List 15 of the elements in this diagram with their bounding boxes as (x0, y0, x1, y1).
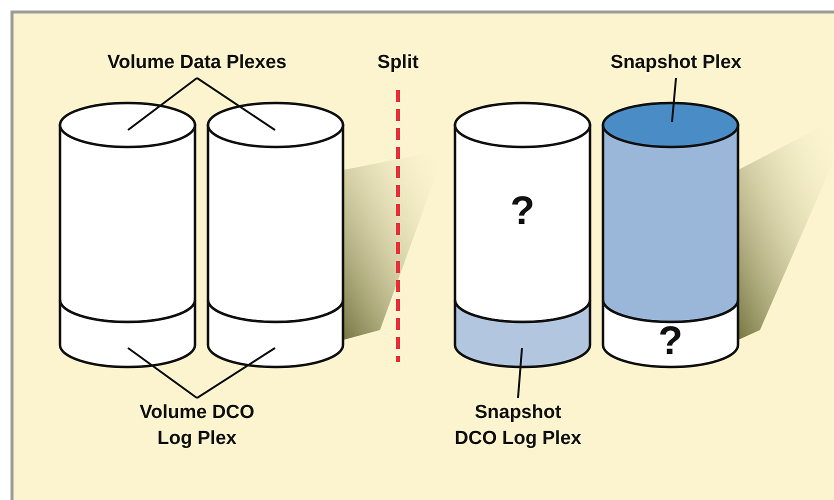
leader-line (196, 347, 276, 399)
leader-line (196, 77, 276, 131)
part-label: Volume DCO Log Plex (132, 400, 262, 452)
leader-line (517, 348, 523, 398)
log-plex-segment (58, 298, 197, 369)
split-label: Split (376, 51, 420, 75)
log-plex-segment: ? (601, 298, 740, 369)
log-plex-segment (206, 298, 345, 369)
log-plex-segment (453, 298, 592, 369)
leader-line (127, 347, 198, 399)
part-label: Volume Data Plexes (82, 50, 312, 76)
leader-line (671, 78, 677, 122)
part-label: Snapshot Plex (591, 50, 761, 76)
part-label: Snapshot DCO Log Plex (453, 400, 583, 452)
leader-line (127, 77, 198, 131)
